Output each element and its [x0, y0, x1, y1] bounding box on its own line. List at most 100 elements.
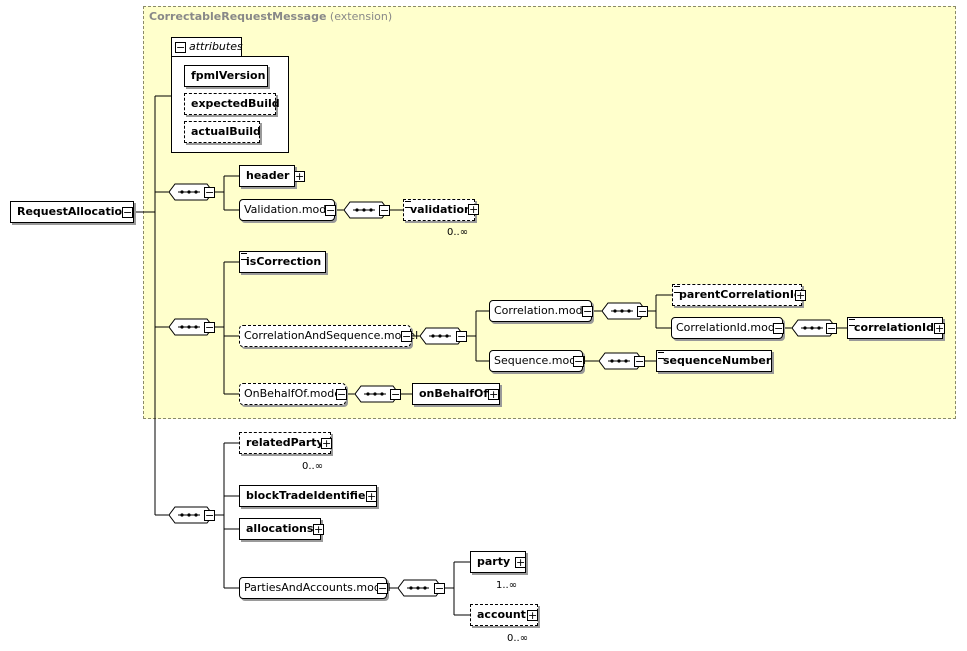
attribute-label: expectedBuild [191, 97, 280, 110]
element-block-trade-identifier[interactable]: blockTradeIdentifier [239, 485, 377, 507]
model-label: OnBehalfOf.model [244, 387, 345, 400]
sequence-compositor[interactable] [169, 317, 215, 337]
collapse-icon[interactable]: − [773, 322, 784, 335]
root-label: RequestAllocation [17, 205, 130, 218]
element-label: relatedParty [246, 436, 324, 449]
extension-title: CorrectableRequestMessage (extension) [149, 10, 392, 23]
expand-icon[interactable]: + [313, 523, 324, 536]
occurrence-label: 0..∞ [507, 633, 529, 644]
collapse-icon[interactable]: − [637, 305, 648, 318]
sequence-icon [599, 352, 644, 370]
occurrence-label: 0..∞ [447, 227, 469, 238]
collapse-icon[interactable]: − [573, 355, 584, 368]
element-party[interactable]: party [470, 551, 526, 573]
sequence-compositor[interactable] [169, 505, 215, 525]
sequence-icon [355, 385, 400, 403]
collapse-icon[interactable]: − [336, 388, 347, 401]
sequence-icon [420, 327, 465, 345]
collapse-icon[interactable]: − [456, 330, 467, 343]
expand-icon[interactable]: + [515, 556, 526, 569]
element-label: isCorrection [246, 255, 322, 268]
element-on-behalf-of[interactable]: onBehalfOf [412, 383, 500, 405]
attribute-expected-build[interactable]: expectedBuild [184, 93, 280, 115]
expand-icon[interactable]: + [527, 609, 538, 622]
expand-icon[interactable]: + [294, 170, 305, 183]
collapse-icon[interactable]: − [204, 509, 215, 522]
collapse-icon[interactable]: − [377, 582, 388, 595]
element-account[interactable]: account [470, 604, 538, 626]
model-sequence[interactable]: Sequence.model [489, 350, 587, 372]
attribute-label: fpmlVersion [191, 69, 266, 82]
attributes-label: attributes [189, 40, 243, 53]
element-label: correlationId [854, 321, 934, 334]
collapse-icon[interactable]: − [582, 305, 593, 318]
collapse-icon[interactable]: − [325, 204, 336, 217]
sequence-icon [169, 506, 214, 524]
model-label: Validation.model [244, 203, 337, 216]
extension-qualifier: (extension) [329, 10, 393, 23]
attributes-tab [171, 37, 242, 57]
expand-icon[interactable]: + [366, 490, 377, 503]
extension-name: CorrectableRequestMessage [149, 10, 327, 23]
model-parties-and-accounts[interactable]: PartiesAndAccounts.model [239, 577, 391, 599]
sequence-icon [602, 302, 647, 320]
element-parent-correlation-id[interactable]: parentCorrelationId [672, 284, 802, 306]
model-label: CorrelationAndSequence.model [244, 329, 419, 342]
attribute-label: actualBuild [191, 125, 261, 138]
expand-icon[interactable]: + [321, 437, 332, 450]
collapse-icon[interactable]: − [204, 321, 215, 334]
element-label: account [477, 608, 526, 621]
sequence-compositor[interactable] [420, 326, 466, 346]
element-validation[interactable]: validation [403, 199, 475, 221]
sequence-compositor[interactable] [792, 318, 838, 338]
collapse-icon[interactable]: − [390, 388, 401, 401]
collapse-icon[interactable]: − [379, 204, 390, 217]
element-related-party[interactable]: relatedParty [239, 432, 331, 454]
model-label: PartiesAndAccounts.model [244, 581, 391, 594]
model-correlation-and-sequence[interactable]: CorrelationAndSequence.model [239, 325, 418, 347]
element-label: blockTradeIdentifier [246, 489, 371, 502]
sequence-compositor[interactable] [344, 200, 390, 220]
model-label: Correlation.model [494, 304, 593, 317]
collapse-icon[interactable]: − [826, 322, 837, 335]
element-correlation-id[interactable]: correlationId [847, 317, 943, 339]
collapse-icon[interactable]: − [122, 206, 133, 219]
element-header[interactable]: header [239, 165, 295, 187]
element-allocations[interactable]: allocations [239, 518, 321, 540]
model-on-behalf-of[interactable]: OnBehalfOf.model [239, 383, 346, 405]
model-label: Sequence.model [494, 354, 587, 367]
root-element-request-allocation[interactable]: RequestAllocation [10, 201, 134, 223]
occurrence-label: 1..∞ [496, 580, 518, 591]
model-validation[interactable]: Validation.model [239, 199, 337, 221]
collapse-icon[interactable]: − [401, 330, 412, 343]
expand-icon[interactable]: + [934, 322, 945, 335]
expand-icon[interactable]: + [468, 203, 479, 216]
sequence-compositor[interactable] [602, 301, 648, 321]
expand-icon[interactable]: + [795, 289, 806, 302]
element-label: validation [410, 203, 472, 216]
attribute-fpml-version[interactable]: fpmlVersion [184, 65, 268, 87]
sequence-icon [398, 579, 443, 597]
occurrence-label: 0..∞ [302, 461, 324, 472]
sequence-compositor[interactable] [355, 384, 401, 404]
sequence-compositor[interactable] [398, 578, 444, 598]
sequence-icon [344, 201, 389, 219]
model-correlation-id[interactable]: CorrelationId.model [671, 317, 785, 339]
sequence-compositor[interactable] [599, 351, 645, 371]
element-sequence-number[interactable]: sequenceNumber [656, 350, 772, 372]
expand-icon[interactable]: + [488, 388, 499, 401]
element-label: parentCorrelationId [679, 288, 802, 301]
element-label: onBehalfOf [419, 387, 489, 400]
collapse-icon[interactable]: − [634, 355, 645, 368]
collapse-icon[interactable]: − [175, 41, 186, 54]
attribute-actual-build[interactable]: actualBuild [184, 121, 261, 143]
element-label: party [477, 555, 511, 568]
sequence-compositor[interactable] [169, 182, 215, 202]
collapse-icon[interactable]: − [204, 186, 215, 199]
collapse-icon[interactable]: − [434, 582, 445, 595]
element-is-correction[interactable]: isCorrection [239, 251, 326, 273]
element-label: header [246, 169, 290, 182]
model-correlation[interactable]: Correlation.model [489, 300, 592, 322]
